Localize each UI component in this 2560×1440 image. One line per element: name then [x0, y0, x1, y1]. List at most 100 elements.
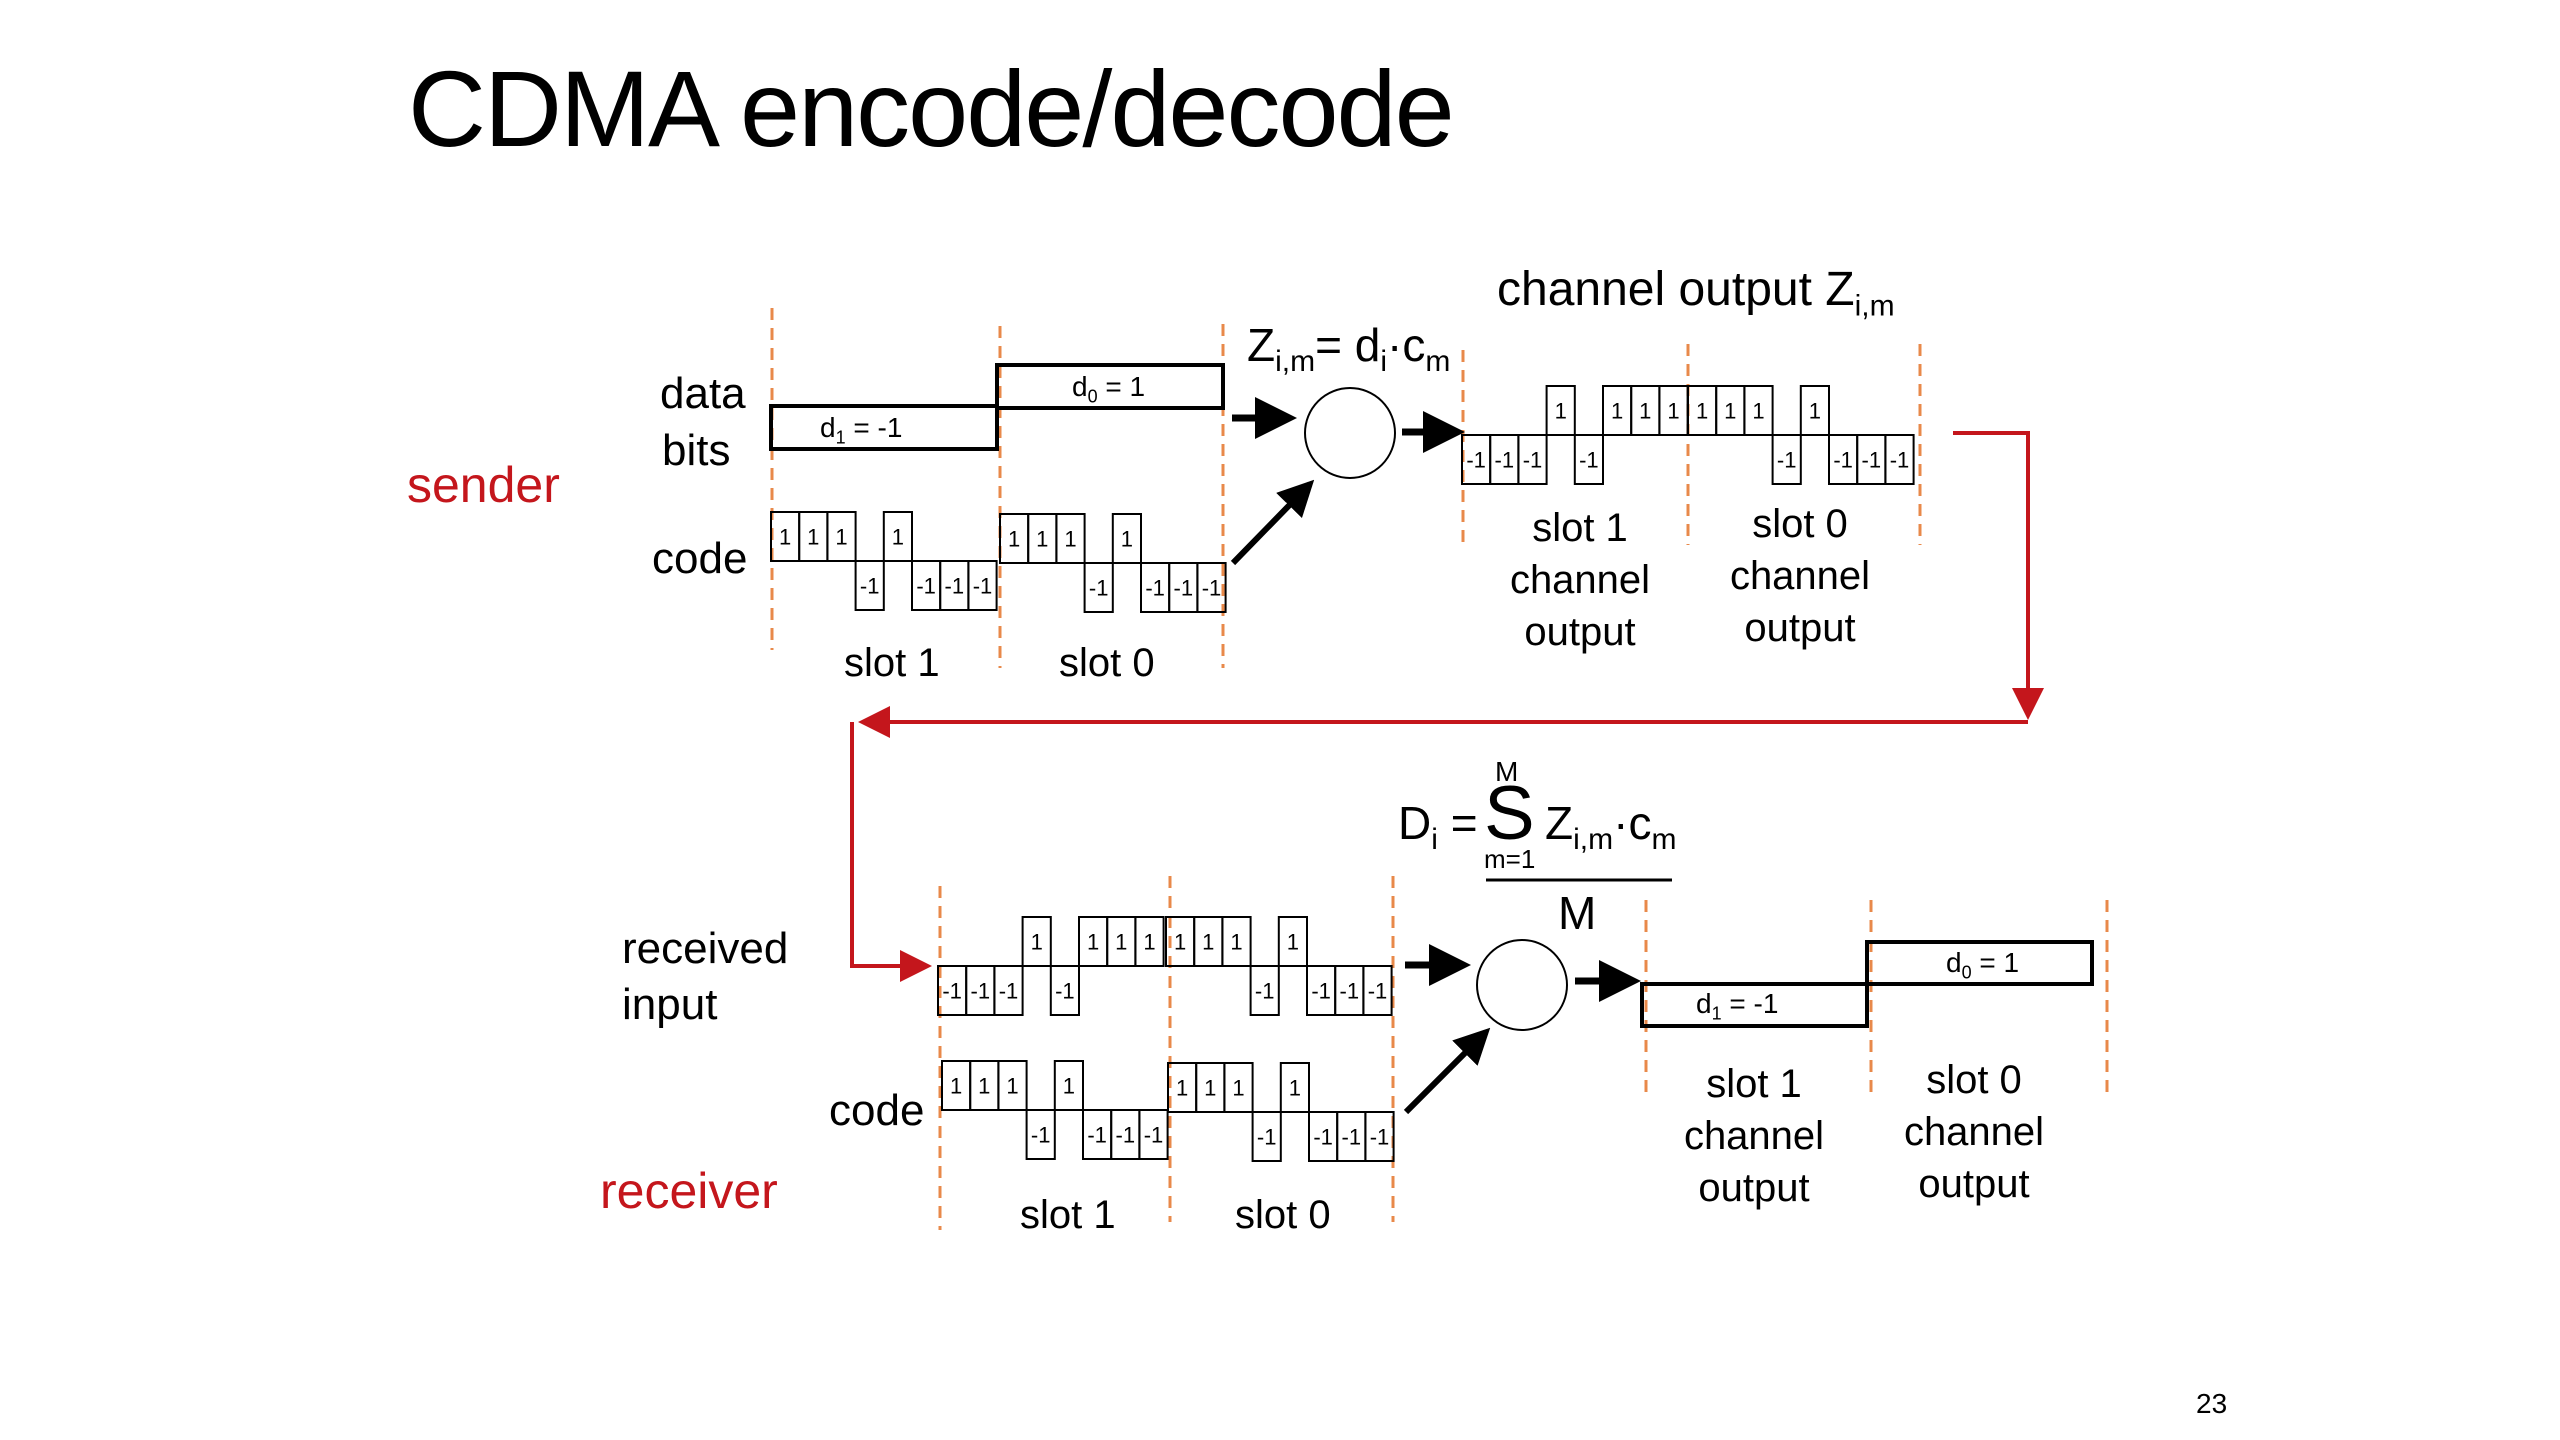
sender-code-slot0-chip-value: -1 [1174, 576, 1194, 601]
receiver-slot1-label: slot 1 [1020, 1193, 1116, 1237]
slide-title: CDMA encode/decode [408, 48, 1455, 169]
receiver-code-slot1-chip-value: 1 [978, 1074, 990, 1099]
received-input-slot1-chip-value: 1 [1031, 930, 1043, 955]
formula-term-z: Z [1545, 797, 1574, 849]
receiver-code-slot0-chip-value: -1 [1257, 1125, 1277, 1150]
sender-d1-value: = -1 [845, 412, 903, 443]
channel-output-slot1-chip-value: -1 [1523, 448, 1543, 473]
connectors [850, 387, 2044, 1115]
receiver-code-slot0-chip-value: 1 [1176, 1076, 1188, 1101]
received-input-slot1-chip-value: 1 [1087, 930, 1099, 955]
receiver-code-slot0-chip-value: 1 [1204, 1076, 1216, 1101]
page-number: 23 [2196, 1388, 2228, 1419]
sender-label: sender [407, 457, 560, 513]
formula-z-sub: i,m [1275, 345, 1316, 379]
sender-code-slot1-chip-value: 1 [835, 525, 847, 550]
sender-d0-box [995, 363, 1225, 410]
formula-d-sub: i [1380, 345, 1388, 379]
output-slot1-label: slot 1 channel output [1654, 1058, 1854, 1214]
channel-output-title: channel output Zi,m [1497, 262, 1895, 324]
channel-output-slot0-chip-value: -1 [1833, 448, 1853, 473]
receiver-code-slot1-chip-value: 1 [950, 1074, 962, 1099]
sender-code-slot1-chip-value: -1 [860, 574, 880, 599]
receiver-code-slot1-chip-value: -1 [1087, 1123, 1107, 1148]
sender-code-slot1-chip-value: 1 [892, 525, 904, 550]
channel-output-slot0-chip-value: 1 [1724, 399, 1736, 424]
channel-output-slot0-chip-value: -1 [1862, 448, 1882, 473]
formula-D: D [1398, 797, 1432, 849]
channel-slot0-line2: channel [1729, 554, 1871, 598]
encode-formula: Zi,m= di·cm [1247, 318, 1450, 379]
receiver-code-slot0-chip-value: 1 [1232, 1076, 1244, 1101]
data-bits-label-line1: data [660, 369, 746, 418]
decode-formula-lhs: Di = [1398, 796, 1478, 857]
formula-z: Z [1247, 319, 1276, 371]
formula-eq-d: = d [1315, 319, 1381, 371]
sender-code-slot0-chip-value: 1 [1121, 527, 1133, 552]
channel-slot0-line1: slot 0 [1752, 502, 1848, 546]
output-slot0-label: slot 0 channel output [1874, 1054, 2074, 1210]
formula-D-sub: i [1431, 823, 1438, 857]
output-slot0-line1: slot 0 [1926, 1058, 2022, 1102]
receiver-d1-box [1640, 982, 1869, 1028]
channel-slot1-line1: slot 1 [1532, 506, 1628, 550]
receiver-code-slot1-chip-value: -1 [1031, 1123, 1051, 1148]
channel-output-slot1-chip-value: -1 [1579, 448, 1599, 473]
formula-term-dot: · [1613, 797, 1629, 849]
channel-slot1-label: slot 1 channel output [1480, 502, 1680, 658]
sender-code-slot0-chip-value: 1 [1036, 527, 1048, 552]
sender-code-slot0-chip-value: -1 [1089, 576, 1109, 601]
receiver-code-slot1-chip-value: -1 [1116, 1123, 1136, 1148]
receiver-code-slot1-chip-value: -1 [1144, 1123, 1164, 1148]
sum-symbol: S [1484, 771, 1535, 856]
received-input-slot0-chip-value: -1 [1340, 979, 1360, 1004]
channel-output-title-sub: i,m [1854, 289, 1895, 323]
formula-c-sub: m [1425, 345, 1451, 379]
received-input-slot1-chip-value: -1 [1055, 979, 1075, 1004]
receiver-code-label: code [829, 1086, 925, 1135]
received-input-slot0-chip-value: -1 [1368, 979, 1388, 1004]
channel-output-slot1-chip-value: 1 [1667, 399, 1679, 424]
output-slot1-line2: channel [1683, 1114, 1825, 1158]
channel-output-slot1-chip-value: -1 [1466, 448, 1486, 473]
receiver-d1-subscript: 1 [1711, 1003, 1722, 1024]
receiver-code-slot0-chip-value: -1 [1370, 1125, 1390, 1150]
received-input-slot0-chip-value: 1 [1287, 930, 1299, 955]
receiver-code-slot1-chip-value: 1 [1006, 1074, 1018, 1099]
receiver-d0-label: d0 = 1 [1946, 947, 2020, 983]
received-input-slot1-chip-value: 1 [1143, 930, 1155, 955]
receiver-code-slot0-chip-value: -1 [1342, 1125, 1362, 1150]
channel-output-slot0-chip-value: 1 [1809, 399, 1821, 424]
receiver-code-slot0-chip-value: -1 [1313, 1125, 1333, 1150]
output-slot0-line3: output [1918, 1162, 2030, 1206]
sender-code-slot0-chip-value: -1 [1202, 576, 1222, 601]
sender-d1-box [769, 404, 999, 451]
sender-slot0-label: slot 0 [1059, 641, 1155, 685]
channel-output-slot1-chip-value: 1 [1555, 399, 1567, 424]
received-input-slot0-chip-value: -1 [1311, 979, 1331, 1004]
formula-dot: · [1387, 319, 1403, 371]
received-input-slot1-chip-value: -1 [942, 979, 962, 1004]
channel-output-slot0-chip-value: -1 [1890, 448, 1910, 473]
channel-output-slot0-chip-value: 1 [1696, 399, 1708, 424]
sender-code-slot0-chip-value: -1 [1145, 576, 1165, 601]
receiver-d1-value: = -1 [1721, 988, 1779, 1019]
received-input-slot0-chip-value: 1 [1174, 930, 1186, 955]
sender-code-slot1-chip-value: 1 [779, 525, 791, 550]
sender-d0-label: d0 = 1 [1072, 371, 1146, 407]
data-bits-label-line2: bits [662, 426, 731, 475]
sender-d1-subscript: 1 [835, 427, 846, 448]
sender-code-slot1-chip-value: -1 [945, 574, 965, 599]
formula-equals: = [1450, 797, 1478, 849]
sender-slot1-label: slot 1 [844, 641, 940, 685]
receiver-d0-subscript: 0 [1961, 962, 1972, 983]
sender-d1-label: d1 = -1 [820, 412, 903, 448]
formula-denominator: M [1558, 887, 1597, 939]
sender-d0-value: = 1 [1097, 371, 1146, 402]
channel-slot1-line3: output [1524, 610, 1636, 654]
receiver-d0-value: = 1 [1971, 947, 2020, 978]
receiver-correlator-node [1476, 939, 1568, 1031]
receiver-code-slot0-chip-value: 1 [1289, 1076, 1301, 1101]
